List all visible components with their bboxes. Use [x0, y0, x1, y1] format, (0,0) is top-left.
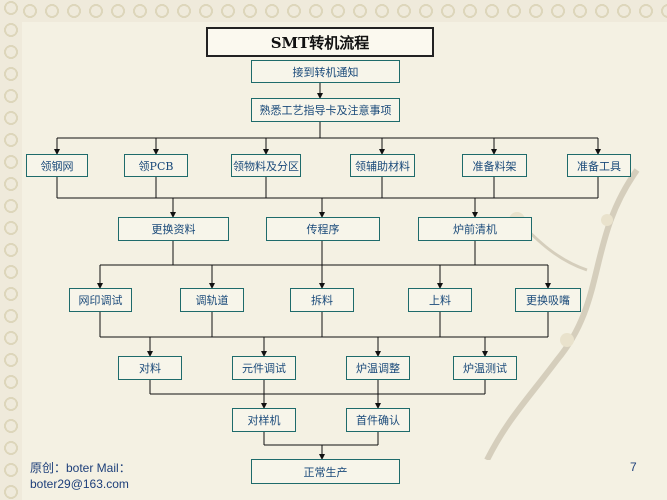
decorative-border-top: [0, 0, 667, 22]
step-prep-tools: 准备工具: [567, 154, 631, 177]
step-get-aux: 领辅助材料: [350, 154, 415, 177]
step-remove-material: 拆料: [290, 288, 354, 312]
step-prep-rack: 准备料架: [462, 154, 527, 177]
step-get-pcb: 领PCB: [124, 154, 188, 177]
step-receive-notice: 接到转机通知: [251, 60, 400, 83]
diagram-title: SMT转机流程: [206, 27, 434, 57]
step-familiarize: 熟悉工艺指导卡及注意事项: [251, 98, 400, 122]
step-production: 正常生产: [251, 459, 400, 484]
step-check-material: 对料: [118, 356, 182, 380]
step-change-nozzle: 更换吸嘴: [515, 288, 581, 312]
author-line: 原创：boter Mail：: [30, 461, 131, 475]
step-transfer-program: 传程序: [266, 217, 380, 241]
step-load-material: 上料: [408, 288, 472, 312]
step-adjust-oven-temp: 炉温调整: [346, 356, 410, 380]
step-clean-oven: 炉前清机: [418, 217, 532, 241]
author-credit: 原创：boter Mail： boter29@163.com: [30, 460, 131, 492]
step-adjust-component: 元件调试: [232, 356, 296, 380]
step-first-article: 首件确认: [346, 408, 410, 432]
step-change-data: 更换资料: [118, 217, 229, 241]
decorative-border-left: [0, 0, 22, 500]
step-get-stencil: 领钢网: [26, 154, 88, 177]
author-email: boter29@163.com: [30, 477, 129, 491]
step-test-oven-temp: 炉温测试: [453, 356, 517, 380]
page-number: 7: [630, 460, 637, 474]
step-get-materials: 领物料及分区: [231, 154, 301, 177]
step-check-sample: 对样机: [232, 408, 296, 432]
step-adjust-printer: 网印调试: [69, 288, 132, 312]
step-adjust-rail: 调轨道: [180, 288, 244, 312]
